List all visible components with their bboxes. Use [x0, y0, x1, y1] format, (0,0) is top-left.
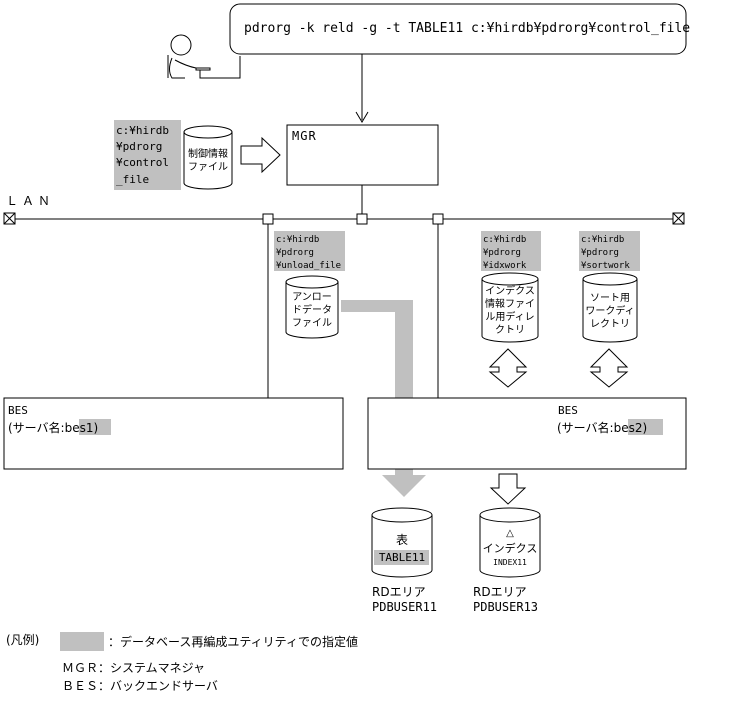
index-area-name: PDBUSER13: [473, 600, 538, 614]
svg-text:¥pdrorg: ¥pdrorg: [116, 140, 162, 153]
command-bubble: [229, 3, 687, 55]
bes1-label: BES: [8, 404, 28, 417]
svg-text:インデクス: インデクス: [485, 284, 535, 297]
table-name-highlight: [374, 550, 429, 565]
index-name: INDEX11: [493, 558, 527, 567]
control-path-highlight: [114, 120, 181, 190]
svg-text:c:¥hirdb: c:¥hirdb: [581, 235, 624, 245]
bes2-server-line: (サーバ名:bes2): [557, 420, 647, 435]
bes2-name-highlight: [628, 419, 663, 435]
svg-text:ワークディ: ワークディ: [585, 304, 634, 317]
sort-path-text: c:¥hirdb ¥pdrorg ¥sortwork: [581, 235, 630, 271]
svg-text:アンロー: アンロー: [292, 292, 332, 303]
sort-path-highlight: [579, 231, 640, 271]
command-text: pdrorg -k reld -g -t TABLE11 c:¥hirdb¥pd…: [244, 21, 690, 36]
bes1-box: [3, 397, 344, 470]
svg-text:クトリ: クトリ: [495, 324, 525, 336]
svg-text:ファイル: ファイル: [188, 162, 228, 173]
mgr-lan-node: [356, 213, 368, 225]
lan-terminator-left-icon: [3, 212, 16, 225]
svg-text:ファイル: ファイル: [292, 318, 332, 329]
table-name: TABLE11: [379, 551, 425, 564]
table-area-name: PDBUSER11: [372, 600, 437, 614]
legend-bes-def: ＢＥＳ：バックエンドサーバ: [62, 679, 218, 693]
svg-text:_file: _file: [116, 173, 149, 186]
lan-terminator-right-icon: [672, 212, 685, 225]
control-file-arrow-icon: [240, 136, 281, 174]
index-area-label: RDエリア: [473, 585, 527, 599]
idx-dir-exchange-icon: [488, 348, 528, 388]
unload-path-text: c:¥hirdb ¥pdrorg ¥unload_file: [276, 235, 341, 271]
bes2-label: BES: [558, 404, 578, 417]
legend-spec-value: ：データベース再編成ユティリティでの指定値: [108, 634, 358, 649]
table-area-label: RDエリア: [372, 585, 426, 599]
svg-text:レクトリ: レクトリ: [590, 318, 630, 330]
table-title: 表: [396, 533, 408, 547]
index-mark: △: [506, 528, 514, 539]
lan-label: ＬＡＮ: [6, 194, 54, 208]
legend-title: (凡例): [6, 633, 39, 647]
svg-text:¥pdrorg: ¥pdrorg: [581, 248, 619, 258]
svg-text:¥pdrorg: ¥pdrorg: [276, 248, 314, 258]
svg-text:ソート用: ソート用: [590, 293, 630, 304]
idx-path-text: c:¥hirdb ¥pdrorg ¥idxwork: [483, 235, 527, 271]
sort-dir-exchange-icon: [589, 348, 629, 388]
command-arrow-head: [355, 111, 369, 123]
legend-highlight-swatch: [60, 632, 104, 651]
idx-dir-cylinder: インデクス 情報ファイ ル用ディレ クトリ: [481, 272, 539, 343]
svg-text:¥idxwork: ¥idxwork: [483, 261, 527, 271]
index-cylinder: [479, 507, 541, 578]
bes1-name-highlight: [79, 419, 111, 435]
index-title: インデクス: [483, 541, 538, 555]
bes1-lan-node: [262, 213, 274, 225]
unload-path-highlight: [274, 231, 345, 271]
svg-text:¥unload_file: ¥unload_file: [276, 261, 341, 271]
svg-text:¥sortwork: ¥sortwork: [581, 261, 630, 271]
control-file-cylinder: 制御情報 ファイル: [183, 125, 233, 190]
mgr-label: MGR: [292, 129, 317, 143]
svg-text:¥control: ¥control: [116, 156, 169, 169]
svg-text:ル用ディレ: ル用ディレ: [485, 310, 534, 323]
svg-text:ドデータ: ドデータ: [292, 303, 332, 316]
svg-text:情報ファイ: 情報ファイ: [485, 297, 535, 310]
mgr-box: [286, 124, 439, 186]
control-path-text: c:¥hirdb ¥pdrorg ¥control _file: [116, 124, 169, 186]
svg-text:c:¥hirdb: c:¥hirdb: [483, 235, 526, 245]
legend-mgr-def: ＭＧＲ：システムマネジャ: [62, 661, 205, 675]
svg-text:c:¥hirdb: c:¥hirdb: [116, 124, 169, 137]
svg-text:¥pdrorg: ¥pdrorg: [483, 248, 521, 258]
unload-file-cylinder: アンロー ドデータ ファイル: [285, 275, 339, 339]
operator-icon: [167, 34, 241, 79]
sort-dir-cylinder: ソート用 ワークディ レクトリ: [582, 272, 638, 343]
svg-text:c:¥hirdb: c:¥hirdb: [276, 235, 319, 245]
index-down-arrow: [489, 473, 527, 505]
bes1-server-line: (サーバ名:bes1): [8, 420, 98, 435]
svg-text:制御情報: 制御情報: [188, 147, 228, 160]
bes2-lan-node: [432, 213, 444, 225]
idx-path-highlight: [481, 231, 541, 271]
